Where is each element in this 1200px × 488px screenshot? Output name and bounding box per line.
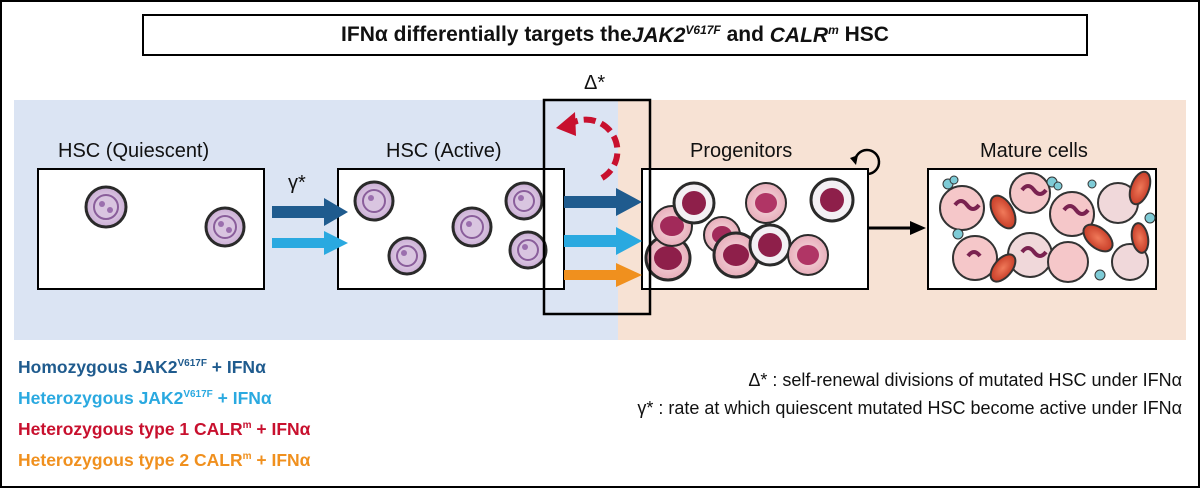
arrow-homozygous-jak2 [564, 188, 642, 216]
notes: Δ* : self-renewal divisions of mutated H… [637, 366, 1182, 422]
note-delta: Δ* : self-renewal divisions of mutated H… [748, 370, 1182, 390]
arrow-heterozygous-jak2-gamma [272, 231, 348, 255]
gamma-symbol: γ* [288, 172, 306, 194]
delta-symbol: Δ* [584, 72, 606, 94]
self-renewal-box [542, 98, 652, 316]
label-progenitors: Progenitors [690, 140, 793, 162]
self-renewal-arrow-type1-calr [556, 112, 621, 181]
title-middle: and [720, 23, 770, 46]
hsc-cell [84, 185, 128, 229]
note-gamma: γ* : rate at which quiescent mutated HSC… [637, 398, 1182, 418]
hsc-cell [508, 230, 548, 270]
hsc-cell [451, 206, 493, 248]
title-gene1-sup: V617F [685, 22, 721, 37]
legend: Homozygous JAK2V617F + IFNα Heterozygous… [18, 352, 310, 476]
legend-heterozygous-type2-calr: Heterozygous type 2 CALRm + IFNα [18, 450, 311, 470]
title-suffix: HSC [838, 23, 889, 46]
title-gene1: JAK2 [631, 23, 686, 47]
progenitor-cell [712, 231, 760, 279]
title-gene2: CALR [769, 23, 829, 47]
legend-homozygous-jak2: Homozygous JAK2V617F + IFNα [18, 357, 266, 377]
progenitor-cell [787, 234, 829, 276]
hsc-cell [353, 180, 395, 222]
mature-cells-collage [939, 170, 1156, 283]
legend-heterozygous-type1-calr: Heterozygous type 1 CALRm + IFNα [18, 419, 311, 439]
title-prefix: IFNα differentially targets the [341, 23, 632, 46]
legend-heterozygous-jak2: Heterozygous JAK2V617F + IFNα [18, 388, 272, 408]
label-hsc-active: HSC (Active) [386, 140, 502, 162]
arrow-heterozygous-jak2 [564, 227, 642, 255]
progenitor-self-renewal-arrow [850, 148, 881, 176]
progenitor-cell [748, 223, 792, 267]
arrow-homozygous-jak2-gamma [272, 198, 348, 226]
figure-title: IFNα differentially targets the JAK2V617… [142, 14, 1088, 56]
progenitor-cell [672, 181, 716, 225]
label-hsc-quiescent: HSC (Quiescent) [58, 140, 210, 162]
progenitor-cell [745, 182, 787, 224]
hsc-cell [204, 206, 246, 248]
hsc-cell [504, 181, 544, 221]
progenitor-cell [809, 177, 855, 223]
arrow-type2-calr [564, 263, 642, 287]
hsc-cell [387, 236, 427, 276]
label-mature-cells: Mature cells [980, 140, 1088, 162]
arrow-to-mature [868, 221, 926, 235]
title-gene2-sup: m [828, 22, 839, 37]
